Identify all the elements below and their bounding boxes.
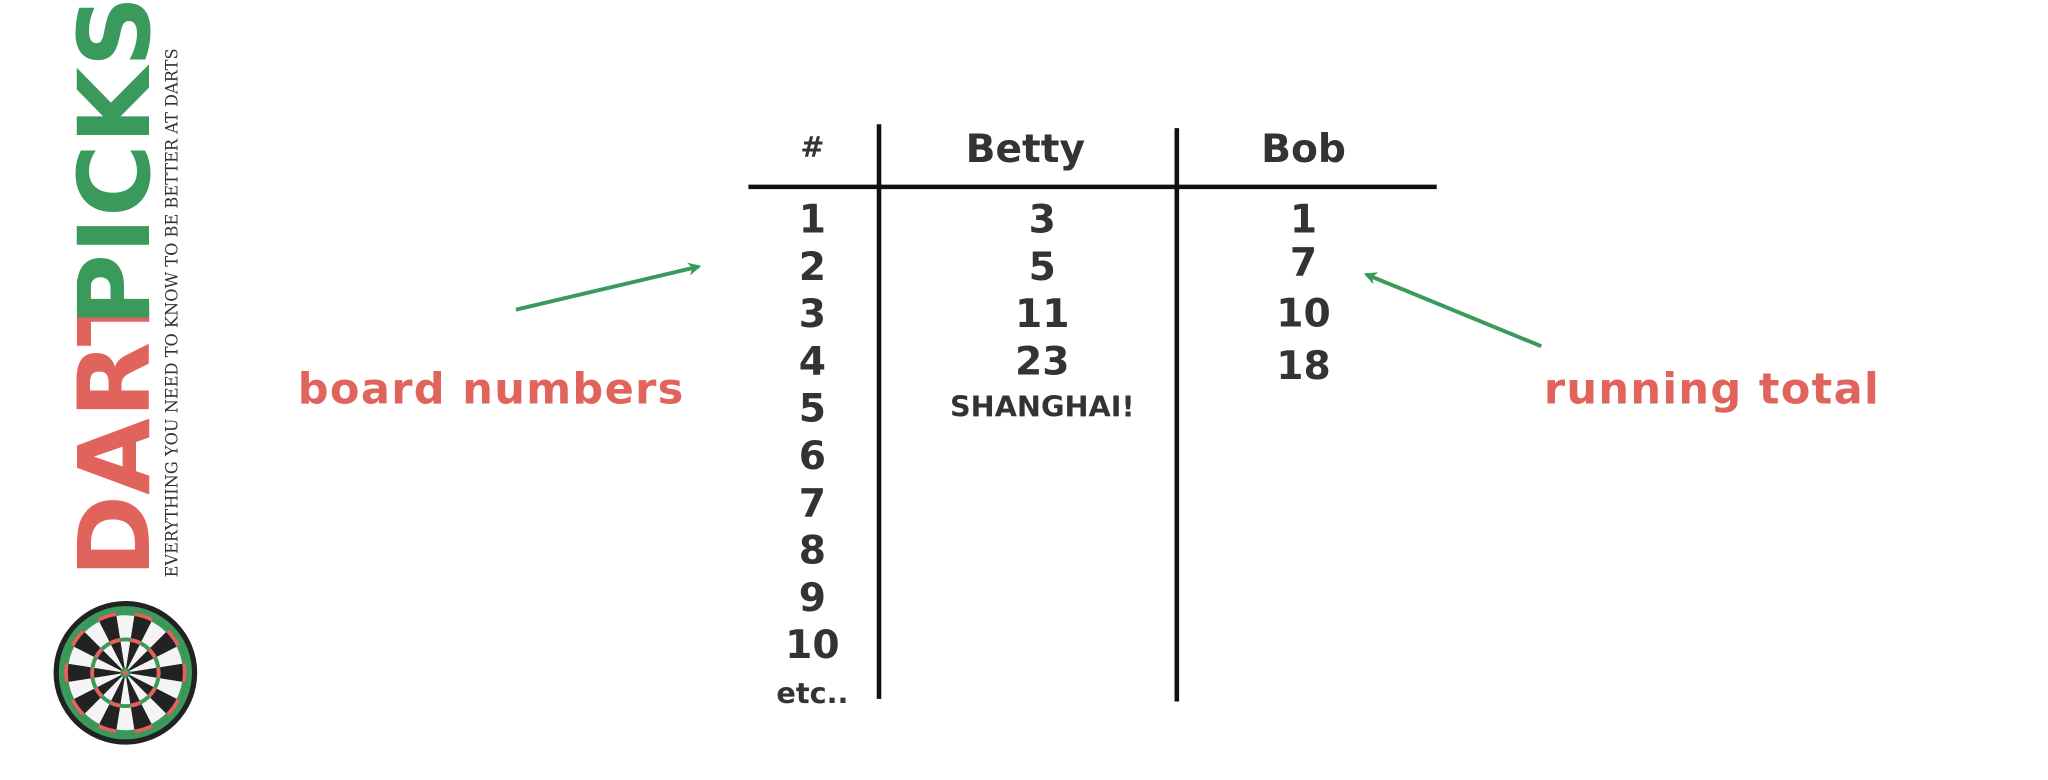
board-number-cell: 4 <box>799 339 826 384</box>
header-number: # <box>800 130 824 164</box>
board-number-cell: 8 <box>799 529 826 574</box>
header-bob: Bob <box>1261 127 1346 172</box>
logo-word-dart: DART <box>58 278 173 577</box>
board-number-cell: 5 <box>799 387 826 432</box>
dart-picks-logo: DART PICKS EVERYTHING YOU NEED TO KNOW T… <box>53 0 198 745</box>
board-number-cell: 7 <box>799 481 826 526</box>
dartboard-icon <box>53 600 198 745</box>
board-number-cell: 2 <box>799 245 826 290</box>
bob-score-cell: 7 <box>1290 241 1317 286</box>
betty-score-cell: 11 <box>1015 292 1070 337</box>
board-number-cell: 10 <box>785 623 840 668</box>
betty-score-cell: 5 <box>1029 245 1056 290</box>
betty-score-cell: SHANGHAI! <box>950 390 1135 424</box>
arrow-board-numbers <box>515 262 702 312</box>
bob-score-cell: 10 <box>1276 292 1331 337</box>
logo-tagline: EVERYTHING YOU NEED TO KNOW TO BE BETTER… <box>163 48 182 577</box>
header-betty: Betty <box>966 127 1085 172</box>
annotation-running-total: running total <box>1544 365 1880 415</box>
annotation-board-numbers: board numbers <box>298 365 685 415</box>
bob-score-cell: 1 <box>1290 198 1317 243</box>
betty-score-cell: 23 <box>1015 339 1070 384</box>
betty-score-cell: 3 <box>1029 198 1056 243</box>
board-number-cell: 9 <box>799 576 826 621</box>
board-number-cell: 1 <box>799 198 826 243</box>
board-number-cell: etc.. <box>776 676 848 710</box>
logo-word-picks: PICKS <box>58 0 173 327</box>
board-number-cell: 6 <box>799 434 826 479</box>
bob-column: 17 10 18 <box>1276 198 1331 389</box>
bob-score-cell: 18 <box>1276 344 1331 389</box>
arrow-running-total <box>1363 272 1542 349</box>
board-number-cell: 3 <box>799 292 826 337</box>
